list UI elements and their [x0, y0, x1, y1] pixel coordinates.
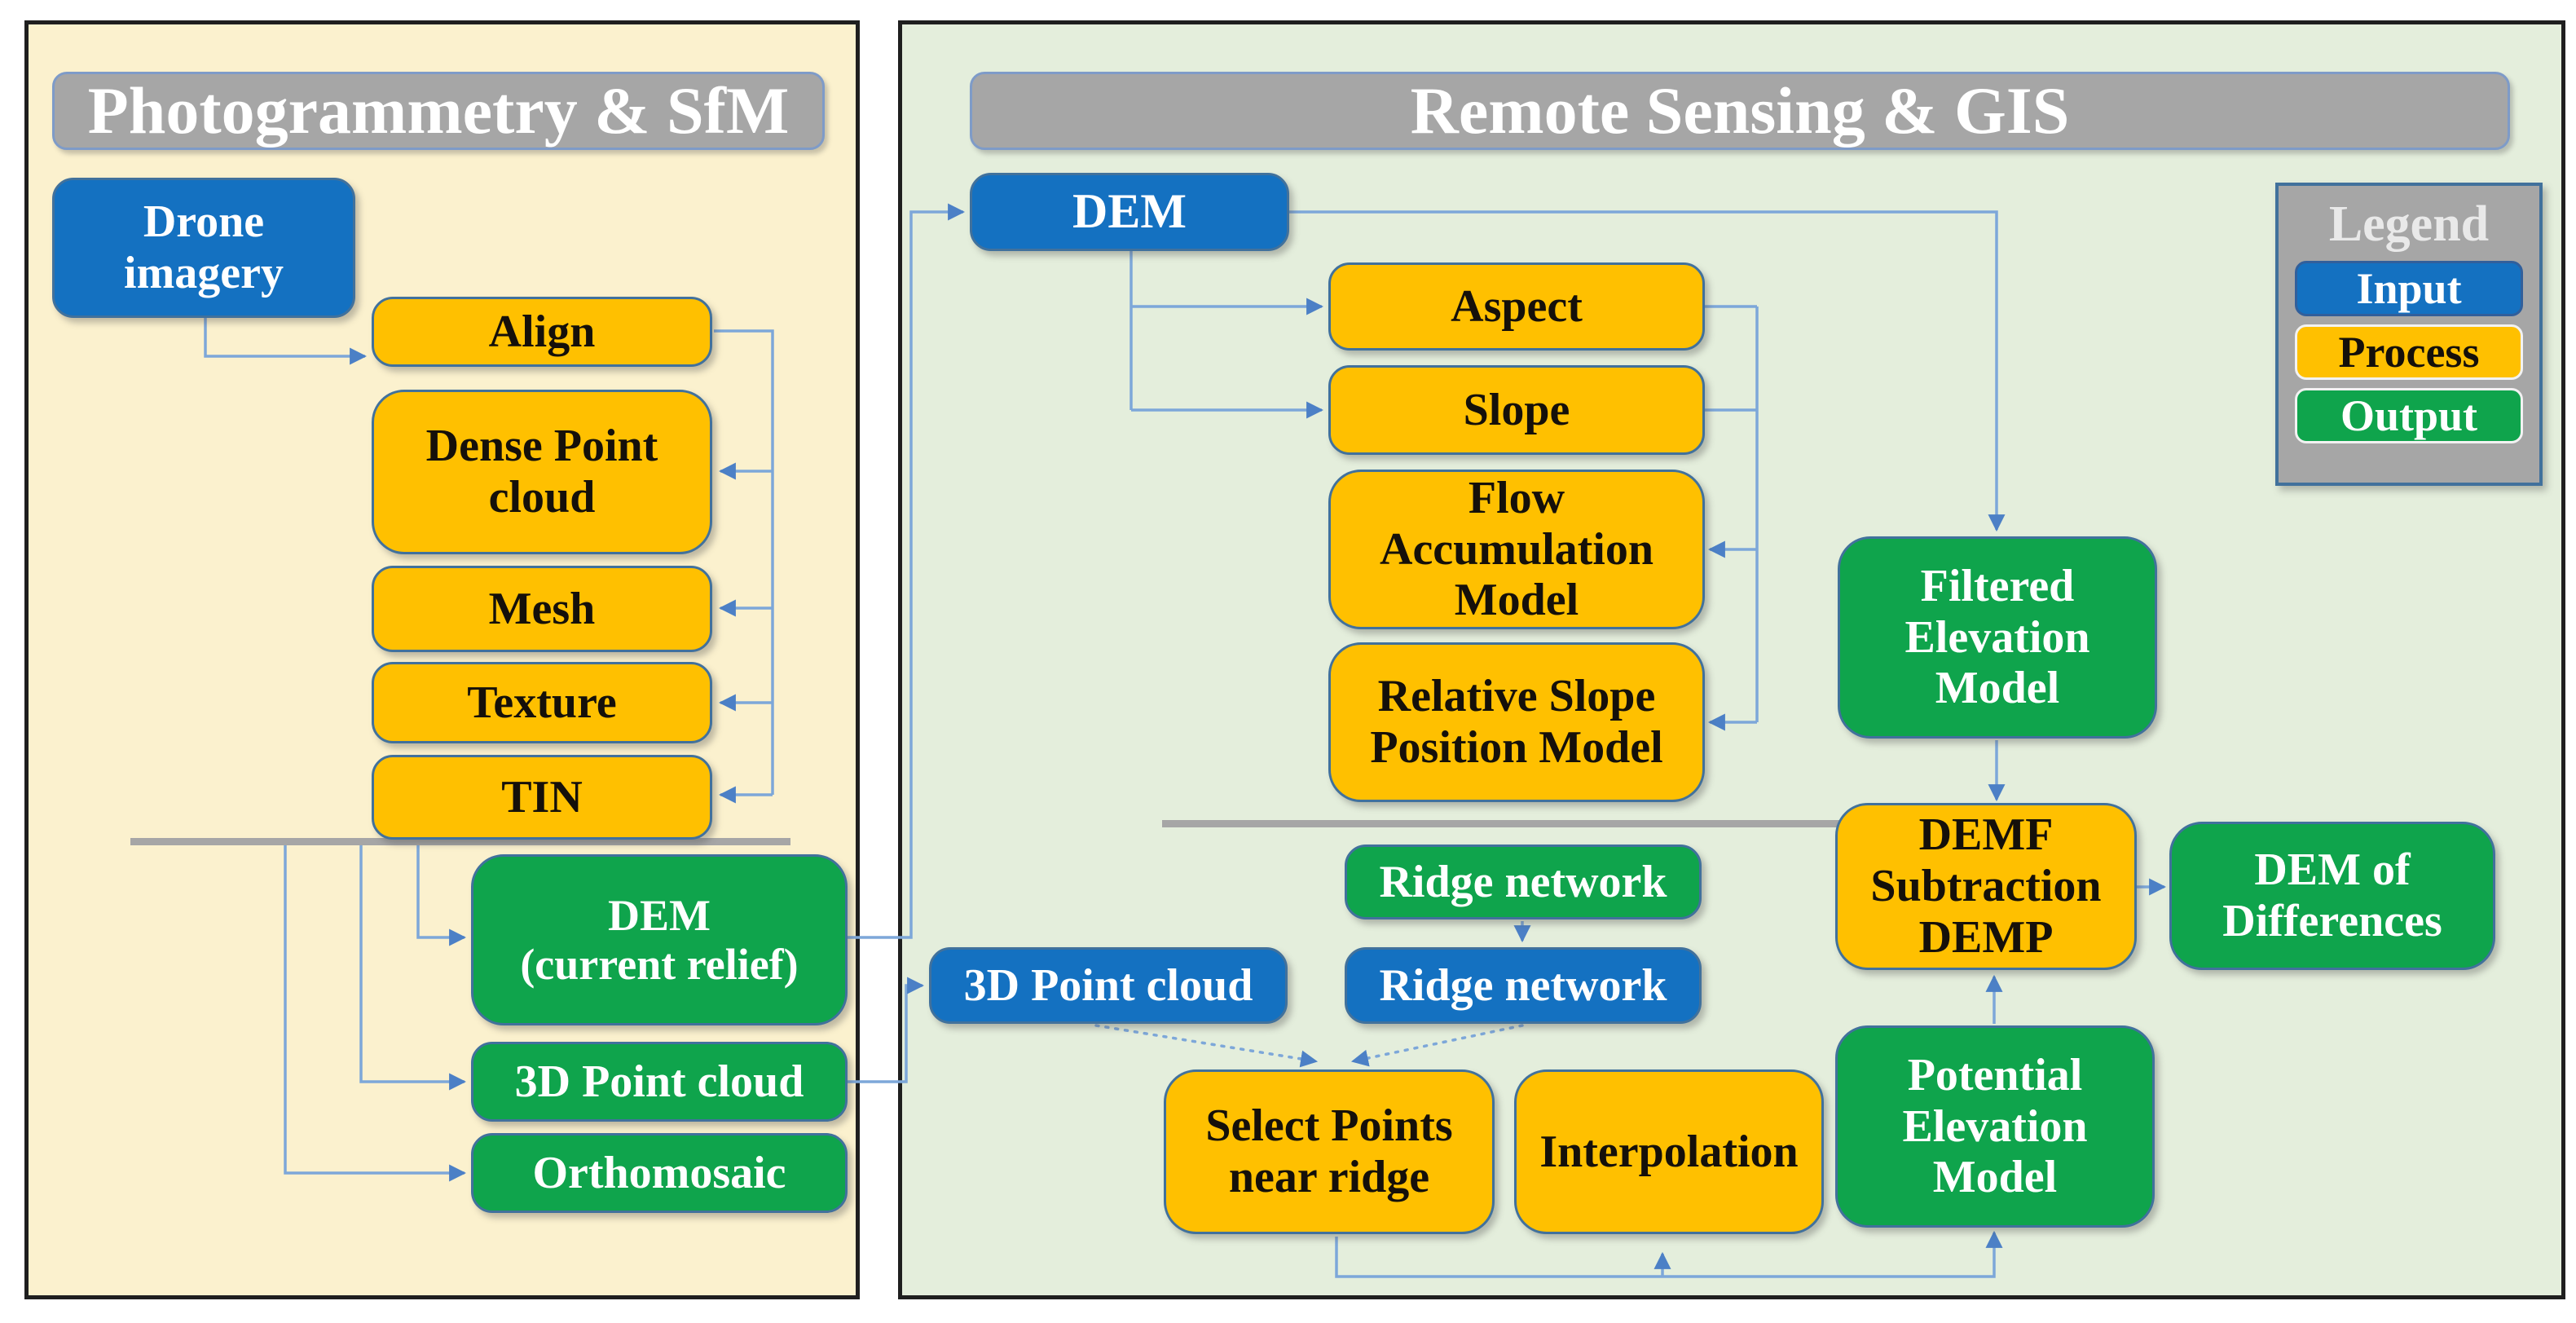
node-interpolation: Interpolation	[1514, 1069, 1824, 1234]
node-filtered-elevation-model: Filtered Elevation Model	[1838, 536, 2157, 739]
node-potential-elevation-model: Potential Elevation Model	[1835, 1025, 2155, 1228]
legend-chip-input: Input	[2295, 261, 2523, 316]
node-3d-point-cloud-output: 3D Point cloud	[471, 1042, 848, 1122]
node-mesh: Mesh	[372, 566, 712, 652]
node-orthomosaic: Orthomosaic	[471, 1133, 848, 1213]
node-dem-current-relief: DEM (current relief)	[471, 854, 848, 1025]
node-slope: Slope	[1328, 365, 1705, 455]
node-aspect: Aspect	[1328, 262, 1705, 351]
photogrammetry-header: Photogrammetry & SfM	[52, 72, 825, 150]
node-demf-subtraction-demp: DEMF Subtraction DEMP	[1835, 803, 2137, 970]
legend-chip-process: Process	[2295, 324, 2523, 380]
legend-chip-output: Output	[2295, 388, 2523, 443]
node-align: Align	[372, 297, 712, 367]
node-ridge-network-output: Ridge network	[1345, 845, 1702, 919]
node-drone-imagery: Drone imagery	[52, 178, 355, 318]
node-ridge-network-input: Ridge network	[1345, 947, 1702, 1024]
node-3d-point-cloud-input: 3D Point cloud	[929, 947, 1288, 1024]
legend: Legend Input Process Output	[2275, 183, 2543, 486]
legend-title: Legend	[2328, 196, 2490, 252]
remote-sensing-header: Remote Sensing & GIS	[970, 72, 2510, 150]
right-divider	[1162, 820, 1863, 827]
node-texture: Texture	[372, 662, 712, 743]
left-divider	[130, 838, 790, 845]
node-dem-input: DEM	[970, 173, 1289, 251]
node-tin: TIN	[372, 755, 712, 840]
node-select-points-near-ridge: Select Points near ridge	[1164, 1069, 1495, 1234]
node-dem-of-differences: DEM of Differences	[2169, 822, 2495, 970]
node-relative-slope-position-model: Relative Slope Position Model	[1328, 642, 1705, 802]
node-dense-point-cloud: Dense Point cloud	[372, 390, 712, 554]
node-flow-accumulation-model: Flow Accumulation Model	[1328, 470, 1705, 629]
